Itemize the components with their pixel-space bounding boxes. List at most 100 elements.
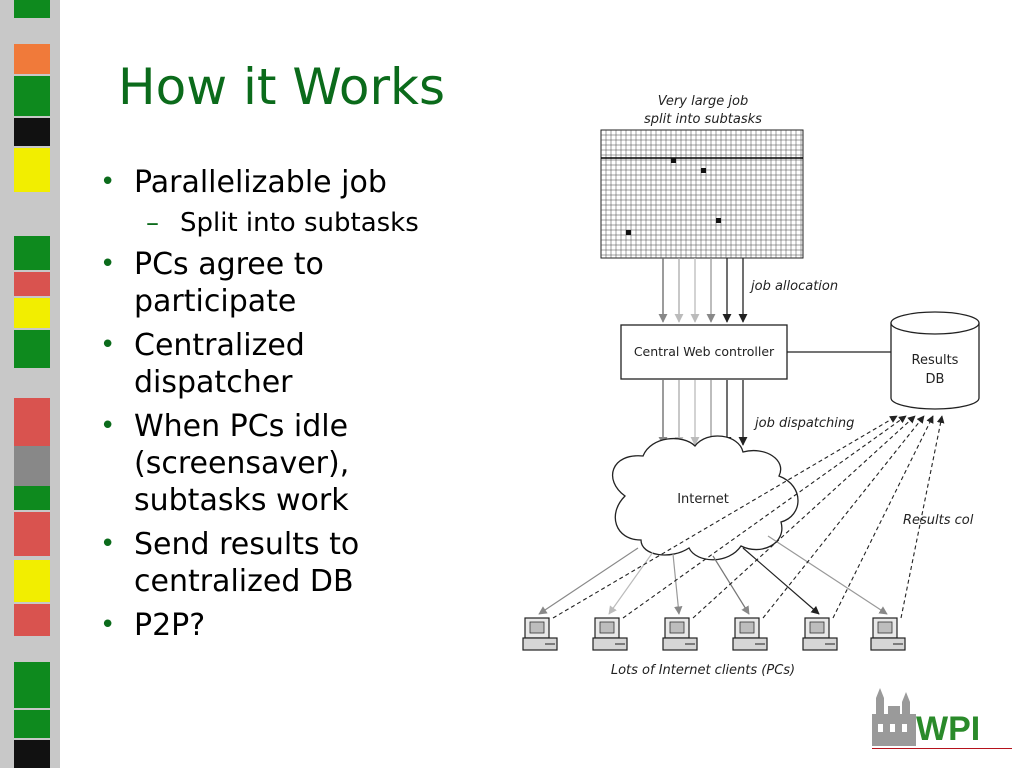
stripe-block bbox=[14, 148, 50, 192]
bullet-marker: • bbox=[100, 330, 116, 360]
stripe-block bbox=[14, 446, 50, 486]
internet-label: Internet bbox=[677, 492, 729, 507]
stripe-block bbox=[14, 560, 50, 602]
pc-screen bbox=[739, 621, 755, 634]
results-arrow bbox=[832, 415, 934, 619]
client-link bbox=[712, 555, 750, 615]
pc-base bbox=[522, 637, 558, 651]
bullet-line: Send results to bbox=[134, 527, 360, 562]
bullet-list: • Parallelizable job – Split into subtas… bbox=[98, 164, 488, 651]
sub-bullet-item: – Split into subtasks bbox=[98, 206, 488, 240]
results-arrow bbox=[552, 415, 898, 619]
bullet-line: dispatcher bbox=[134, 365, 293, 400]
pc-screen bbox=[669, 621, 685, 634]
grid-border bbox=[600, 129, 804, 259]
architecture-diagram: Very large job split into subtasks job a… bbox=[503, 78, 987, 683]
job-label: split into subtasks bbox=[644, 112, 762, 127]
results-db-label: DB bbox=[926, 372, 945, 387]
stripe-block bbox=[14, 298, 50, 328]
central-web-controller-box bbox=[620, 324, 788, 380]
sub-bullet-text: Split into subtasks bbox=[180, 208, 419, 238]
stripe-block bbox=[14, 330, 50, 368]
bullet-marker: • bbox=[100, 610, 116, 640]
wpi-logo: WPI bbox=[868, 684, 1018, 760]
allocation-arrows bbox=[658, 258, 748, 323]
bullet-line: centralized DB bbox=[134, 564, 354, 599]
results-arrow bbox=[762, 415, 925, 619]
pc-base bbox=[662, 637, 698, 651]
sub-bullet-marker: – bbox=[146, 208, 159, 238]
results-db-label: Results bbox=[912, 353, 959, 368]
dispatching-arrows bbox=[658, 380, 748, 446]
stripe-block bbox=[14, 398, 50, 446]
stripe-block bbox=[14, 710, 50, 738]
bullet-line: Centralized bbox=[134, 328, 305, 363]
bullet-marker: • bbox=[100, 411, 116, 441]
pc-icon bbox=[732, 617, 768, 651]
decorative-color-stripe bbox=[0, 0, 60, 768]
pc-screen bbox=[529, 621, 545, 634]
bullet-item: • PCs agree to participate bbox=[98, 246, 488, 320]
stripe-block bbox=[14, 118, 50, 146]
grid-subtask-highlight bbox=[716, 218, 721, 223]
wpi-logo-text: WPI bbox=[916, 710, 980, 748]
pc-screen bbox=[599, 621, 615, 634]
bullet-line: subtasks work bbox=[134, 483, 349, 518]
job-dispatching-label: job dispatching bbox=[753, 416, 854, 431]
stripe-block bbox=[14, 740, 50, 768]
client-link bbox=[672, 553, 683, 615]
stripe-block bbox=[14, 604, 50, 636]
grid-subtask-highlight bbox=[701, 168, 706, 173]
client-link bbox=[767, 535, 888, 615]
stripe-block bbox=[14, 272, 50, 296]
results-db-cylinder bbox=[890, 311, 980, 410]
bullet-item: • Send results to centralized DB bbox=[98, 526, 488, 600]
clients-label: Lots of Internet clients (PCs) bbox=[611, 663, 795, 678]
bullet-marker: • bbox=[100, 167, 116, 197]
pc-icon bbox=[592, 617, 628, 651]
pc-base bbox=[802, 637, 838, 651]
pc-icon bbox=[870, 617, 906, 651]
central-web-controller-label: Central Web controller bbox=[634, 344, 775, 359]
pc-base bbox=[732, 637, 768, 651]
bullet-line: participate bbox=[134, 284, 297, 319]
stripe-block bbox=[14, 76, 50, 116]
stripe-block bbox=[14, 0, 50, 18]
pc-screen bbox=[877, 621, 893, 634]
bullet-line: PCs agree to bbox=[134, 247, 324, 282]
bullet-marker: • bbox=[100, 249, 116, 279]
stripe-block bbox=[14, 512, 50, 556]
client-pcs bbox=[522, 617, 906, 651]
pc-icon bbox=[802, 617, 838, 651]
bullet-item: • When PCs idle (screensaver), subtasks … bbox=[98, 408, 488, 519]
slide-title: How it Works bbox=[118, 58, 446, 116]
client-links bbox=[538, 535, 888, 615]
grid-subtask-highlight bbox=[626, 230, 631, 235]
stripe-block bbox=[14, 236, 50, 270]
pc-icon bbox=[662, 617, 698, 651]
results-arrow bbox=[692, 415, 916, 619]
bullet-item: • P2P? bbox=[98, 607, 488, 644]
results-collection-arrows bbox=[552, 415, 945, 619]
bullet-line: P2P? bbox=[134, 608, 206, 643]
bullet-line: (screensaver), bbox=[134, 446, 350, 481]
stripe-block bbox=[14, 486, 50, 510]
results-collection-label: Results col bbox=[903, 513, 974, 528]
stripe-block bbox=[14, 662, 50, 708]
client-link bbox=[742, 547, 820, 615]
client-link bbox=[608, 551, 654, 615]
job-label: Very large job bbox=[658, 94, 748, 109]
grid-subtask-highlight bbox=[671, 158, 676, 163]
pc-base bbox=[592, 637, 628, 651]
job-subtask-grid bbox=[600, 129, 804, 259]
internet-cloud bbox=[611, 435, 799, 561]
building-icon bbox=[872, 688, 916, 746]
bullet-item: • Parallelizable job bbox=[98, 164, 488, 201]
stripe-block bbox=[14, 44, 50, 74]
client-link bbox=[538, 547, 639, 615]
bullet-item: • Centralized dispatcher bbox=[98, 327, 488, 401]
bullet-text: Parallelizable job bbox=[134, 165, 387, 200]
job-allocation-label: job allocation bbox=[749, 279, 838, 294]
bullet-marker: • bbox=[100, 529, 116, 559]
results-arrow bbox=[900, 415, 945, 619]
